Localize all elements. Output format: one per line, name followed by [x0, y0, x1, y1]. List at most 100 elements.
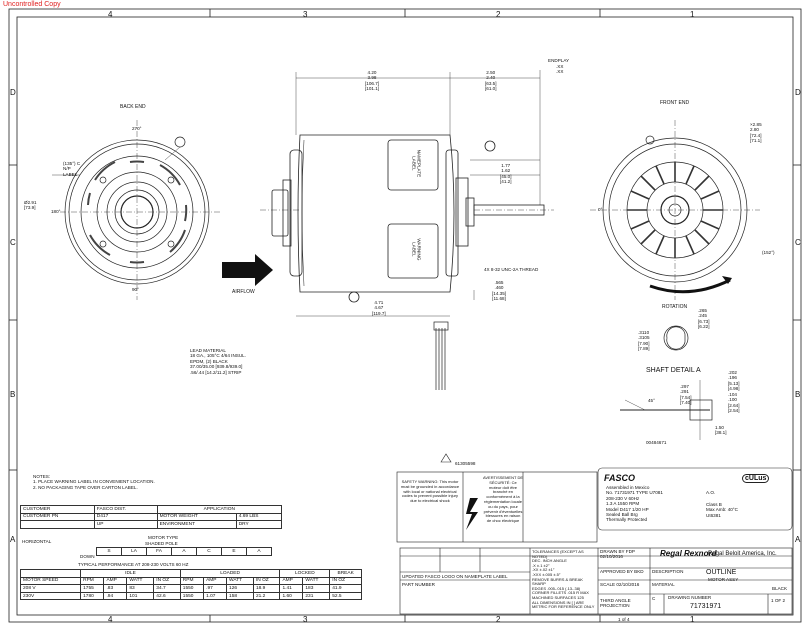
lead-material-line: 37.00/35.00 [939.8/939.0] [190, 364, 243, 370]
page-count: 1 of 4 [618, 617, 630, 622]
cell: 1.07 [203, 591, 228, 601]
cell: A [171, 547, 197, 556]
cell [19, 569, 82, 578]
high-voltage-icon [466, 498, 478, 530]
dim-d6b: [41.2] [500, 179, 512, 185]
front-end-view [590, 120, 760, 300]
airflow-label: AIRFLOW [232, 289, 255, 295]
sheet-number: 1 OF 2 [771, 598, 786, 603]
cell: IDLE [80, 569, 181, 578]
cell: MOTOR WEIGHT [156, 512, 237, 522]
regal-rexnord-logo: Regal Rexnord [660, 549, 717, 558]
lead-material-line: LEAD MATERIAL [190, 348, 226, 353]
dim-s3: .297 [680, 384, 689, 389]
dim-fe1: ×2.85 [750, 122, 762, 127]
cell: 1.41 [279, 584, 304, 593]
notes-heading: NOTES: [33, 474, 51, 479]
lead-material-line: 18 GA., 105°C 4/64 INSUL. [190, 353, 246, 359]
cell: AMP [203, 576, 228, 586]
approved-date: SCALE 02/10/2016 [600, 582, 639, 587]
dim-dia-back: Ø2.91[73.9] [24, 200, 37, 211]
cell: WATT [126, 576, 155, 586]
zone-left-b: B [10, 390, 16, 399]
cell: LOCKED [279, 569, 331, 578]
dim-s2: .265 [698, 308, 707, 313]
dim-s4c: [2.64] [728, 402, 740, 408]
zone-top-2: 2 [496, 10, 501, 19]
nameplate-line: Class B [706, 502, 722, 507]
cell: RPM [80, 576, 105, 586]
size-label: C [652, 596, 656, 601]
dim-d1: 4.20 [367, 70, 377, 75]
doc-ref: 61305598 [455, 461, 476, 466]
drawing-subtitle: MOTOR ASSY [708, 577, 739, 582]
cell: UP [93, 520, 158, 529]
dim-fe4: [71.1] [750, 138, 762, 144]
np-label-text: N/P LABEL [63, 166, 78, 177]
cell: RPM [179, 576, 205, 586]
cell: MOTOR SPEED [19, 576, 82, 586]
dim-fe3: [72.4] [750, 132, 762, 138]
nameplate-line: No. 71731971 TYPE U7081 [606, 490, 663, 496]
title-block-grid [399, 547, 793, 615]
material-label: MATERIAL [652, 582, 675, 587]
nameplate-ao: A.O. [706, 490, 716, 495]
zone-left-a: A [10, 535, 16, 544]
zone-left-c: C [10, 238, 16, 247]
cell [20, 520, 95, 529]
tol-line: ALL DIMENSIONS IN [ ] ARE METRIC FOR REF… [532, 599, 595, 610]
side-view [260, 70, 554, 317]
back-end-label: BACK END [120, 104, 146, 110]
tol-line: EDGES .005-.015 (.13-.38) [532, 585, 581, 591]
approved-value: BKD [634, 569, 644, 574]
safety-warning-fr: AVERTISSEMENT DE SÉCURITÉ: Ce moteur doi… [483, 475, 524, 524]
certification-mark: cULus [742, 474, 770, 483]
dim-d3b: [63.5] [485, 80, 497, 86]
np-angle: (135°) C [63, 161, 81, 166]
zone-right-c: C [795, 238, 801, 247]
cell: IN OZ [329, 576, 362, 586]
dim-fe2: 2.80 [750, 127, 759, 133]
dim-s1d: [7.89] [638, 346, 650, 352]
dim-d2: 3.98 [367, 75, 377, 81]
cell: .94 [103, 591, 128, 601]
zone-bottom-1: 1 [690, 615, 695, 624]
drawing-number-label: DRAWING NUMBER [668, 595, 712, 600]
cell: 1780 [80, 591, 105, 601]
cell: IN OZ [153, 576, 181, 586]
part-code: 00484671 [646, 440, 667, 445]
tol-line: .XXX ±.005 ±.5° [532, 571, 561, 577]
rotation-label: ROTATION [662, 304, 688, 310]
dim-d5: 1.77 [501, 163, 511, 168]
zone-right-a: A [795, 535, 801, 544]
back-end-view [52, 120, 220, 300]
tol-line: CORNER FILLETS .015 R MAX [532, 590, 589, 596]
dim-s1b: .3105 [638, 335, 650, 341]
dim-s2c: [6.73] [698, 318, 710, 324]
cell: 21.2 [252, 591, 281, 601]
drawn-by-label: DRAWN BY [600, 549, 625, 554]
dim-s5: 1.50 [715, 425, 724, 430]
cell: 1755 [80, 584, 105, 593]
cell: 230V [19, 591, 82, 601]
angle-90: 90° [132, 287, 139, 292]
dim-flat-3: .104.100[2.64][2.54] [728, 392, 740, 414]
cell: 18.9 [252, 584, 281, 593]
cell: AMP [103, 576, 128, 586]
dim-d10: .565 [494, 280, 504, 285]
cell: .83 [103, 584, 128, 593]
dim-d4b: [61.0] [485, 86, 497, 92]
nameplate-left: Assembled in Mexico No. 71731971 TYPE U7… [606, 485, 663, 523]
cell: 208 V [19, 584, 82, 593]
front-end-label: FRONT END [660, 100, 690, 106]
description-label: DESCRIPTION [652, 569, 684, 574]
approved-label: APPROVED BY [600, 569, 633, 574]
note-item: 1. PLACE WARNING LABEL IN CONVENIENT LOC… [33, 479, 155, 485]
dim-d10b: .460 [494, 285, 504, 291]
